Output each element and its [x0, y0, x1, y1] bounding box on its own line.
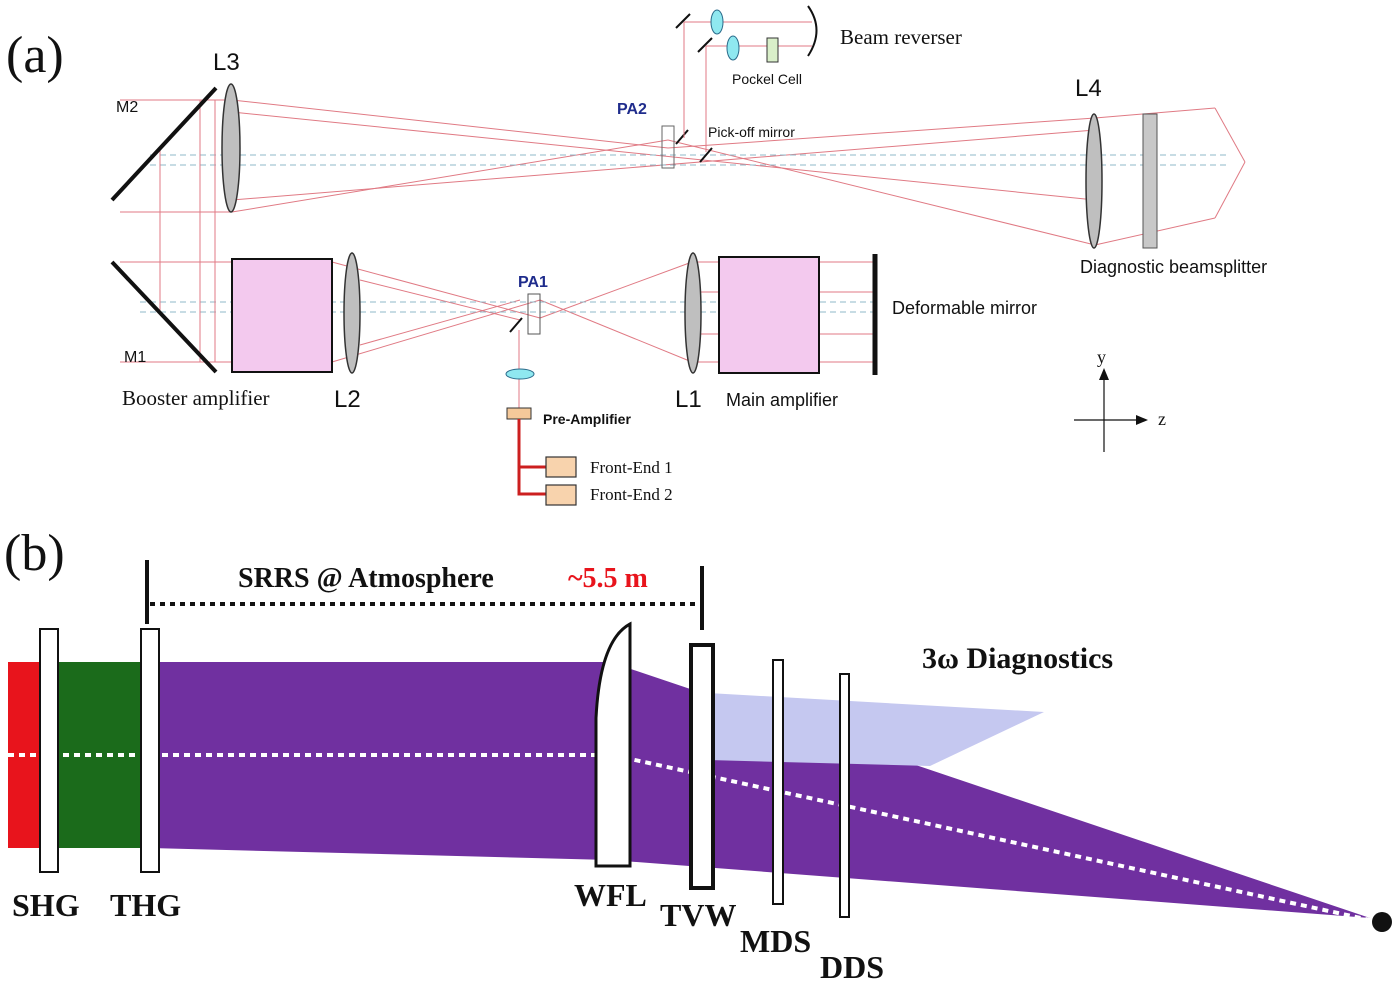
pockel-cell	[766, 37, 779, 63]
lens-l1	[684, 252, 702, 374]
y-axis-label: y	[1097, 347, 1106, 367]
dds-label: DDS	[820, 949, 884, 984]
diagnostic-beamsplitter-label: Diagnostic beamsplitter	[1080, 257, 1267, 277]
reverser-lens-2	[726, 35, 740, 61]
beam-axis-upper	[150, 154, 1230, 166]
pickoff-mirror	[699, 147, 713, 163]
reverser-lens-1	[710, 9, 724, 35]
beam-reverser-rays	[683, 21, 812, 152]
front-end-2-label: Front-End 2	[590, 485, 673, 504]
srrs-distance: ~5.5 m	[568, 563, 648, 594]
mirror-m1	[110, 260, 218, 374]
reverser-mirror-1	[675, 13, 691, 29]
disposable-debris-shield	[839, 673, 850, 918]
lens-l4	[1085, 113, 1103, 249]
reverser-end-mirror	[807, 5, 818, 57]
thg-crystal	[140, 628, 160, 873]
front-end-1-label: Front-End 1	[590, 458, 673, 477]
diagnostic-beamsplitter	[1142, 113, 1158, 249]
m1-label: M1	[124, 349, 146, 366]
preamp-lens	[505, 368, 535, 380]
pa1-injection-mirror	[509, 317, 523, 333]
z-axis-arrow	[1136, 415, 1148, 425]
main-debris-shield	[772, 659, 784, 905]
front-end-fiber	[517, 419, 546, 496]
tvw-label: TVW	[660, 897, 736, 933]
target-vacuum-window	[689, 643, 715, 890]
lens-l3	[221, 83, 241, 213]
diagnostic-beam	[708, 693, 1044, 766]
l3-label: L3	[213, 49, 240, 76]
front-end-1	[545, 456, 577, 478]
panel-a-label: (a)	[6, 27, 64, 84]
lens-l2	[343, 252, 361, 374]
pockel-cell-label: Pockel Cell	[732, 71, 802, 87]
deformable-mirror-label: Deformable mirror	[892, 298, 1037, 318]
shg-crystal	[39, 628, 59, 873]
beam-rays-upper	[120, 99, 1246, 246]
pickoff-mirror-2	[675, 129, 689, 145]
mds-label: MDS	[740, 923, 811, 959]
l1-label: L1	[675, 386, 702, 413]
l4-label: L4	[1075, 75, 1102, 102]
wedged-focus-lens	[594, 621, 632, 868]
target	[1372, 912, 1392, 932]
y-axis-arrow	[1099, 368, 1109, 380]
pre-amplifier-label: Pre-Amplifier	[543, 411, 631, 427]
pa2-element	[661, 125, 675, 169]
pa1-label: PA1	[518, 274, 548, 291]
srrs-label: SRRS @ Atmosphere	[238, 563, 494, 594]
l2-label: L2	[334, 386, 361, 413]
beam-center-axis	[8, 753, 1371, 922]
beam-rays-fold	[159, 100, 216, 362]
m2-label: M2	[116, 99, 138, 116]
main-amplifier-label: Main amplifier	[726, 390, 838, 410]
panel-a: (a)	[6, 5, 1267, 506]
booster-amplifier-label: Booster amplifier	[122, 386, 270, 410]
mirror-m2	[110, 86, 218, 202]
beam-reverser-label: Beam reverser	[840, 25, 962, 49]
pickoff-mirror-label: Pick-off mirror	[708, 124, 795, 140]
booster-amplifier	[231, 258, 333, 373]
pa2-label: PA2	[617, 101, 647, 118]
front-end-2	[545, 484, 577, 506]
z-axis-label: z	[1158, 409, 1166, 429]
pa1-element	[527, 293, 541, 335]
reverser-mirror-2	[697, 37, 713, 53]
main-amplifier	[718, 256, 820, 374]
diagnostics-label: 3ω Diagnostics	[922, 642, 1113, 675]
axes-indicator	[1074, 374, 1142, 452]
wfl-label: WFL	[574, 877, 647, 913]
panel-b: (b) SRRS @ Atmosphere ~5.5 m 3ω Diagnost…	[4, 525, 1392, 984]
shg-label: SHG	[12, 887, 80, 923]
pre-amplifier	[506, 407, 532, 420]
thg-label: THG	[110, 887, 181, 923]
panel-b-label: (b)	[4, 525, 65, 582]
